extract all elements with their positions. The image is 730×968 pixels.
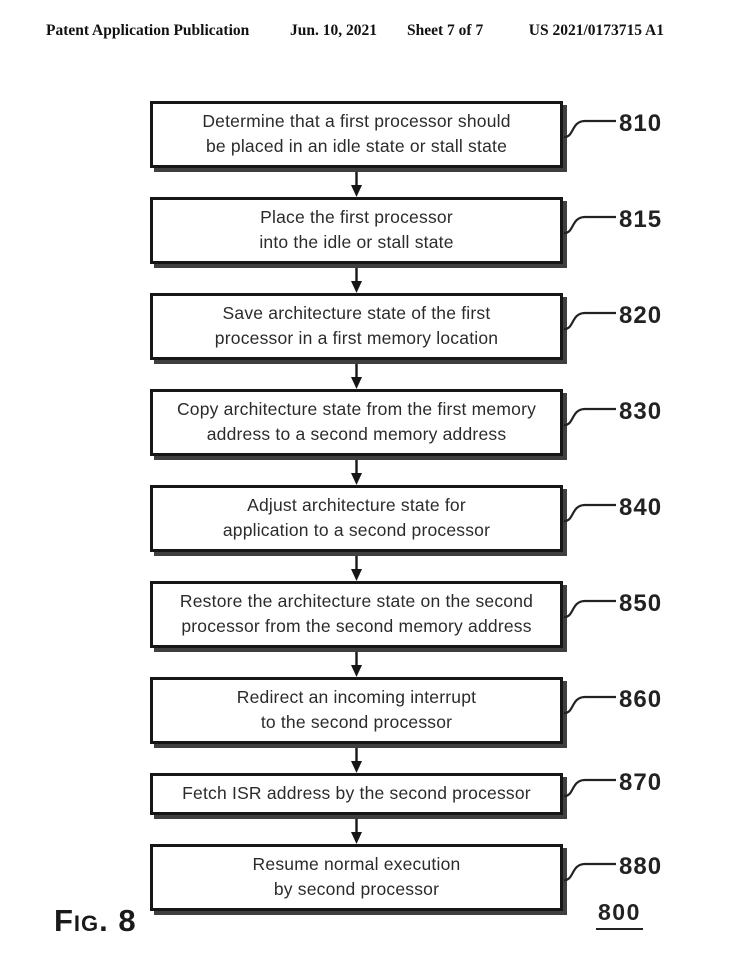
step-text-line: Restore the architecture state on the se…	[179, 591, 534, 611]
step-text-line: Determine that a first processor should	[202, 111, 511, 131]
flow-arrow-down	[348, 648, 365, 677]
flow-arrow-down	[348, 264, 365, 293]
flow-arrow-down	[348, 744, 365, 773]
step-ref-number: 815	[619, 205, 663, 233]
step-text-line: application to a second processor	[222, 520, 491, 540]
flow-step-box: Copy architecture state from the first m…	[150, 389, 563, 456]
step-ref-number: 870	[619, 769, 663, 796]
flow-arrow-down	[348, 815, 365, 844]
callout-line	[563, 599, 616, 618]
step-text-line: processor in a first memory location	[214, 328, 499, 348]
flow-step-830: Copy architecture state from the first m…	[150, 389, 661, 456]
step-ref-number: 850	[619, 589, 663, 617]
flow-arrow-down	[348, 168, 365, 197]
patent-number: US 2021/0173715 A1	[528, 22, 664, 39]
step-text-line: into the idle or stall state	[259, 232, 454, 252]
flow-step-box: Resume normal execution by second proces…	[150, 844, 563, 911]
flow-step-880: Resume normal execution by second proces…	[150, 844, 661, 911]
callout-line	[563, 778, 616, 798]
flow-step-850: Restore the architecture state on the se…	[150, 581, 661, 648]
callout-line	[563, 119, 616, 138]
flow-step-box: Save architecture state of the first pro…	[150, 293, 563, 360]
publication-date: Jun. 10, 2021	[290, 22, 377, 39]
flow-step-box: Redirect an incoming interrupt to the se…	[150, 677, 563, 744]
step-text-line: Adjust architecture state for	[247, 495, 466, 515]
flow-arrow-down	[348, 552, 365, 581]
step-text-line: by second processor	[273, 879, 440, 899]
step-text-line: address to a second memory address	[206, 424, 507, 444]
step-ref-number: 860	[619, 685, 663, 713]
flow-arrow-down	[348, 360, 365, 389]
flow-step-box: Determine that a first processor should …	[150, 101, 563, 168]
step-ref-number: 840	[619, 493, 663, 521]
flow-step-815: Place the first processor into the idle …	[150, 197, 661, 264]
flow-arrow-down	[348, 456, 365, 485]
step-ref-number: 830	[619, 397, 663, 425]
diagram-ref-number: 800	[596, 899, 643, 930]
flow-step-box: Adjust architecture state for applicatio…	[150, 485, 563, 552]
step-text-line: Copy architecture state from the first m…	[176, 399, 537, 419]
flowchart: Determine that a first processor should …	[0, 101, 730, 911]
step-text-line: processor from the second memory address	[181, 616, 532, 636]
flow-step-820: Save architecture state of the first pro…	[150, 293, 661, 360]
step-text-line: Fetch ISR address by the second processo…	[182, 783, 531, 803]
flow-step-box: Place the first processor into the idle …	[150, 197, 563, 264]
step-text-line: Resume normal execution	[252, 854, 461, 874]
step-ref-number: 820	[619, 301, 663, 329]
flow-step-870: Fetch ISR address by the second processo…	[150, 769, 661, 815]
step-text-line: Place the first processor	[260, 207, 453, 227]
callout-line	[563, 862, 616, 881]
flow-step-840: Adjust architecture state for applicatio…	[150, 485, 661, 552]
step-text-line: Save architecture state of the first	[222, 303, 491, 323]
step-ref-number: 810	[619, 109, 663, 137]
flow-step-860: Redirect an incoming interrupt to the se…	[150, 677, 661, 744]
callout-line	[563, 503, 616, 522]
figure-label: Fig. 8	[54, 903, 137, 938]
sheet-number: Sheet 7 of 7	[407, 22, 484, 39]
flow-step-810: Determine that a first processor should …	[150, 101, 661, 168]
flow-step-box: Restore the architecture state on the se…	[150, 581, 563, 648]
flow-step-box: Fetch ISR address by the second processo…	[150, 773, 563, 815]
callout-line	[563, 407, 616, 426]
callout-line	[563, 311, 616, 330]
step-ref-number: 880	[619, 852, 663, 880]
callout-line	[563, 215, 616, 234]
publication-title: Patent Application Publication	[46, 22, 250, 39]
callout-line	[563, 695, 616, 714]
step-text-line: be placed in an idle state or stall stat…	[205, 136, 508, 156]
step-text-line: to the second processor	[260, 712, 453, 732]
step-text-line: Redirect an incoming interrupt	[236, 687, 477, 707]
